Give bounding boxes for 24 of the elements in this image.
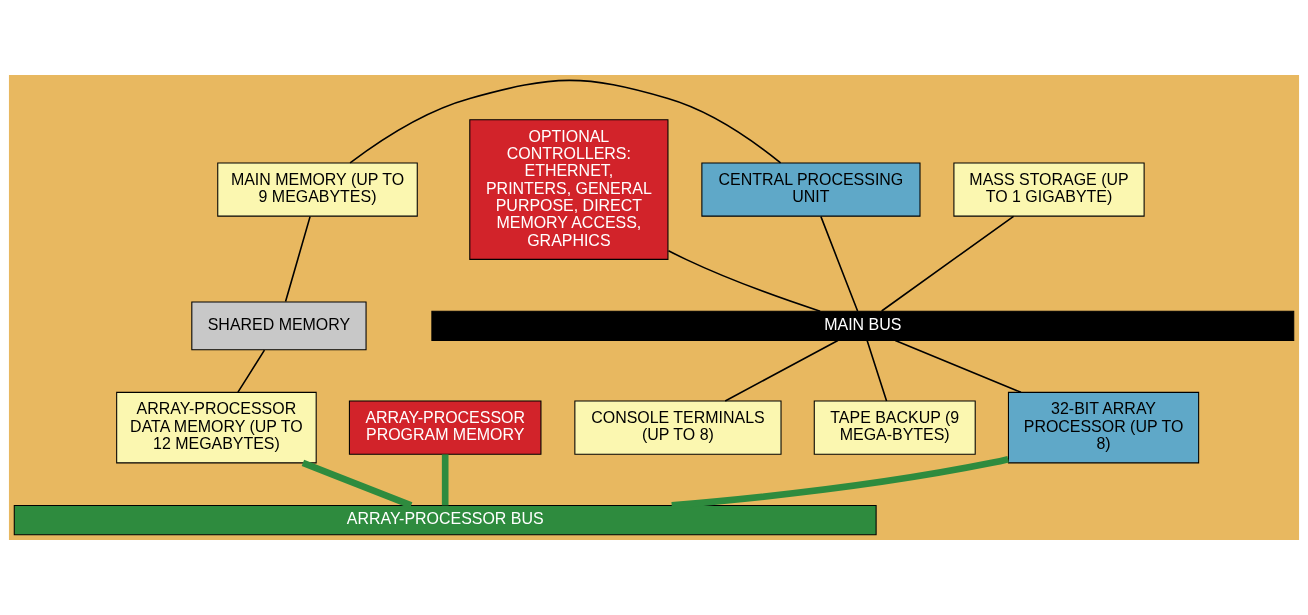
connector [671, 455, 1009, 509]
connector [441, 454, 449, 506]
connector [667, 249, 821, 312]
connector [301, 459, 413, 509]
node-box: MAIN MEMORY (UP TO 9 MEGABYTES) [217, 162, 418, 217]
connector [349, 79, 782, 164]
connector [724, 339, 839, 402]
node-box: TAPE BACKUP (9 MEGA-BYTES) [813, 400, 976, 455]
connector [894, 339, 1022, 394]
node-box: ARRAY-PROCESSOR BUS [13, 504, 877, 536]
node-box: SHARED MEMORY [191, 301, 367, 351]
connector [284, 215, 311, 303]
node-box: ARRAY-PROCESSOR PROGRAM MEMORY [348, 400, 542, 455]
node-box: ARRAY-PROCESSOR DATA MEMORY (UP TO 12 MEGABYTES) [116, 391, 317, 464]
node-box: OPTIONAL CONTROLLERS: ETHERNET, PRINTERS, GENERAL PURPOSE, DIRECT MEMORY ACCESS, GRAPHICS [469, 119, 669, 260]
node-box: MAIN BUS [431, 310, 1295, 342]
connector [880, 215, 1015, 312]
connector [866, 339, 888, 402]
node-box: 32-BIT ARRAY PROCESSOR (UP TO 8) [1007, 391, 1200, 464]
node-box: CENTRAL PROCESSING UNIT [701, 162, 921, 217]
node-box: MASS STORAGE (UP TO 1 GIGABYTE) [953, 162, 1145, 217]
connector [820, 215, 859, 312]
node-box: CONSOLE TERMINALS (UP TO 8) [574, 400, 782, 455]
connector [237, 349, 266, 393]
